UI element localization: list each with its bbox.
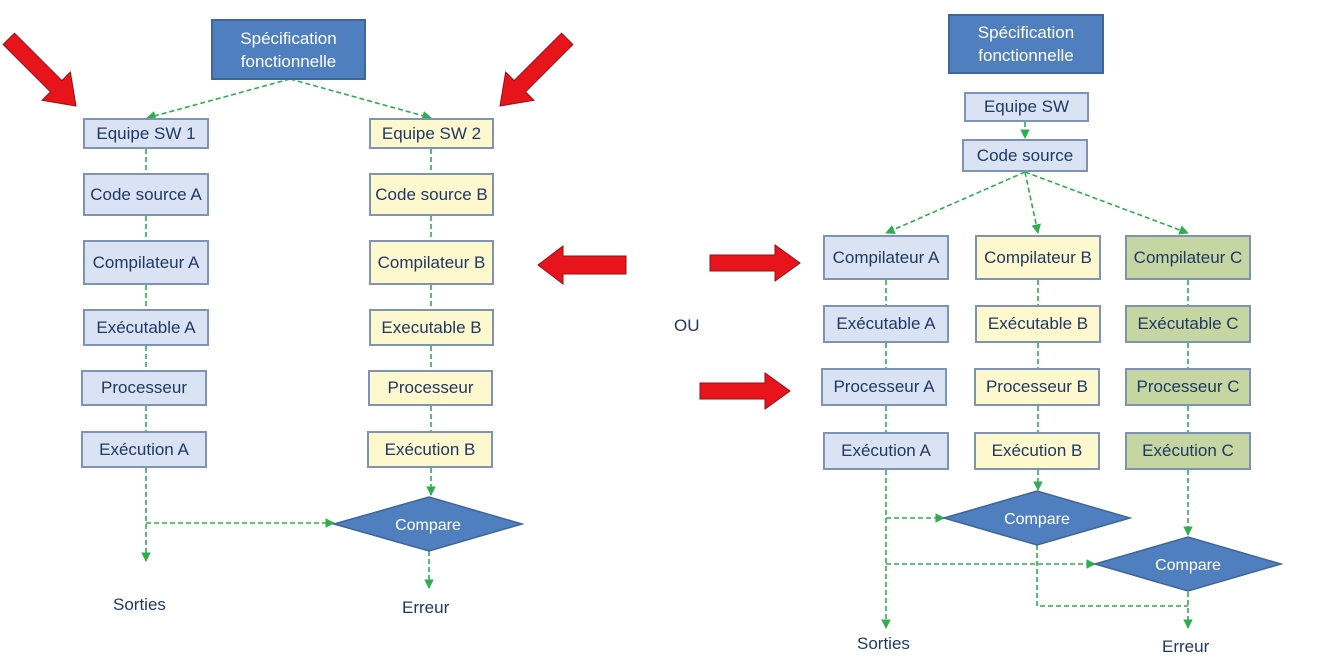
left-col2-processor-box: Processeur: [368, 370, 493, 406]
right-compare2-diamond: Compare: [1092, 536, 1284, 592]
left-erreur-label: Erreur: [402, 598, 450, 617]
left-col1-source-box: Code source A: [83, 173, 209, 216]
ou-label: OU: [674, 316, 700, 335]
right-source-box: Code source: [962, 139, 1088, 172]
left-connectors: [141, 78, 436, 589]
connector-compare1-erreur: [1036, 545, 1188, 607]
red-arrow-pointing-left: [537, 244, 627, 286]
right-colB-compiler-box: Compilateur B: [975, 235, 1101, 280]
left-compare-diamond: Compare: [331, 496, 525, 552]
right-compare1-label: Compare: [1004, 511, 1070, 528]
right-colB-execution-box: Exécution B: [974, 432, 1100, 470]
connector-spec-team2: [289, 78, 432, 121]
right-spec-box: Spécification fonctionnelle: [948, 14, 1104, 74]
red-arrow-left-diagonal: [2, 32, 77, 107]
left-sorties-label: Sorties: [113, 595, 166, 614]
left-col2-execution-box: Exécution B: [367, 431, 493, 468]
right-colB-executable-box: Exécutable B: [975, 305, 1101, 343]
right-compare2-label: Compare: [1155, 557, 1221, 574]
right-colC-execution-box: Exécution C: [1125, 432, 1251, 470]
connector-spec-team1: [146, 78, 291, 121]
right-sorties-label: Sorties: [857, 634, 910, 653]
red-arrow-right-diagonal: [499, 32, 574, 107]
right-colA-processor-box: Processeur A: [821, 368, 947, 406]
right-compare1-diamond: Compare: [941, 490, 1133, 546]
connector-source-colB: [1024, 171, 1041, 234]
left-compare-label: Compare: [395, 517, 461, 534]
right-colC-executable-box: Exécutable C: [1125, 305, 1251, 343]
red-arrow-pointing-right-bottom: [699, 372, 791, 410]
left-col2-compiler-box: Compilateur B: [369, 240, 494, 285]
left-col2-source-box: Code source B: [369, 173, 494, 216]
red-arrows: [2, 32, 801, 410]
left-col1-executable-box: Exécutable A: [83, 309, 209, 346]
right-connectors: [881, 122, 1193, 629]
red-arrow-pointing-right-top: [709, 244, 801, 282]
right-colA-compiler-box: Compilateur A: [823, 235, 949, 280]
right-erreur-label: Erreur: [1162, 637, 1210, 656]
left-spec-box: Spécification fonctionnelle: [211, 19, 366, 80]
left-col2-executable-box: Executable B: [369, 309, 494, 346]
connector-source-colC: [1024, 171, 1189, 235]
left-col2-team-box: Equipe SW 2: [369, 118, 494, 149]
left-col1-processor-box: Processeur: [81, 370, 207, 406]
right-team-box: Equipe SW: [964, 92, 1089, 122]
right-colC-processor-box: Processeur C: [1125, 368, 1251, 406]
right-colC-compiler-box: Compilateur C: [1125, 235, 1251, 280]
right-colA-executable-box: Exécutable A: [823, 305, 949, 343]
connector-source-colA: [885, 171, 1026, 234]
left-col1-compiler-box: Compilateur A: [83, 240, 209, 285]
right-colB-processor-box: Processeur B: [974, 368, 1100, 406]
left-col1-team-box: Equipe SW 1: [83, 118, 209, 149]
left-col1-execution-box: Exécution A: [81, 431, 207, 468]
right-colA-execution-box: Exécution A: [823, 432, 949, 470]
